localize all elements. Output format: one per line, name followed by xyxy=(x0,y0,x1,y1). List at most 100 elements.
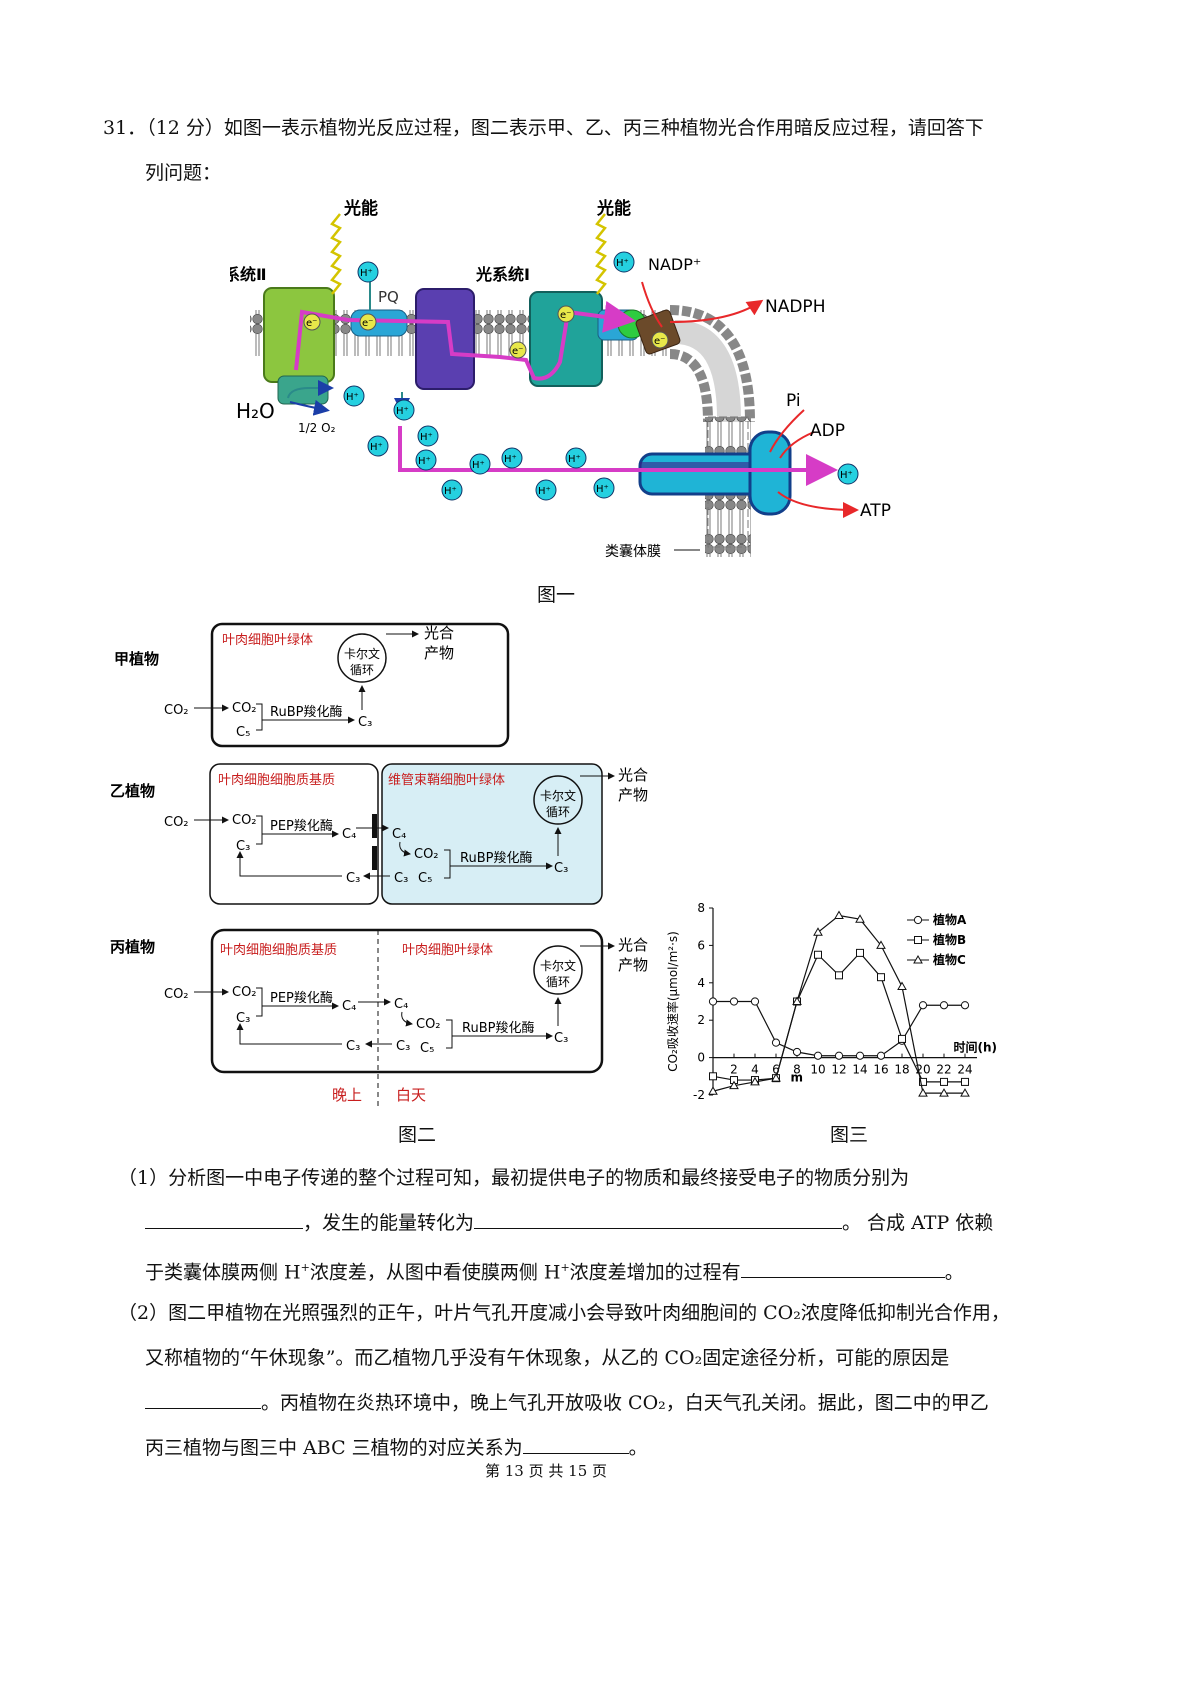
svg-text:卡尔文: 卡尔文 xyxy=(540,958,576,973)
x-tick-label: 4 xyxy=(751,1063,759,1077)
svg-text:CO₂: CO₂ xyxy=(414,847,439,862)
svg-text:产物: 产物 xyxy=(618,956,648,974)
data-point xyxy=(961,1077,969,1086)
data-point xyxy=(814,950,822,959)
page-footer: 第 13 页 共 15 页 xyxy=(485,1462,608,1480)
pq-label: PQ xyxy=(378,288,399,306)
jia-chloroplast-box xyxy=(210,622,510,748)
data-point xyxy=(834,1051,844,1060)
figure-2-dark-reaction: 甲植物 叶肉细胞叶绿体 卡尔文 循环 光合 产物 CO₂ CO₂ C₅ RuBP… xyxy=(110,622,648,1106)
svg-text:H⁺: H⁺ xyxy=(360,268,373,279)
q2-line1: （2）图二甲植物在光照强烈的正午，叶片气孔开度减小会导致叶肉细胞间的 CO₂浓度… xyxy=(118,1302,1010,1324)
legend-label: 植物A xyxy=(932,912,967,927)
data-point xyxy=(876,1051,886,1060)
data-point xyxy=(750,1076,760,1086)
svg-text:产物: 产物 xyxy=(618,786,648,804)
q2-line2: 又称植物的“午休现象”。而乙植物几乎没有午休现象，从乙的 CO₂固定途径分析，可… xyxy=(145,1347,950,1369)
data-point xyxy=(940,1077,948,1086)
svg-text:H⁺: H⁺ xyxy=(504,454,517,465)
x-tick-label: 18 xyxy=(894,1063,909,1077)
atp-label: ATP xyxy=(860,501,891,521)
svg-text:卡尔文: 卡尔文 xyxy=(540,788,576,803)
q1-answer-blank-2[interactable] xyxy=(474,1208,843,1229)
x-tick-label: 2 xyxy=(730,1063,738,1077)
svg-text:CO₂: CO₂ xyxy=(416,1017,441,1032)
bing-label: 丙植物 xyxy=(110,938,155,956)
svg-text:叶肉细胞叶绿体: 叶肉细胞叶绿体 xyxy=(402,943,493,958)
svg-text:光合: 光合 xyxy=(618,766,648,784)
q2-line4: 丙三植物与图三中 ABC 三植物的对应关系为。 xyxy=(145,1428,648,1468)
svg-text:e⁻: e⁻ xyxy=(654,336,665,347)
svg-text:PEP羧化酶: PEP羧化酶 xyxy=(270,990,333,1006)
h2o-label: H₂O xyxy=(236,399,275,423)
data-point xyxy=(939,1088,949,1097)
yi-mesophyll-box xyxy=(209,763,379,905)
data-point xyxy=(918,1001,928,1010)
q1-answer-blank-1[interactable] xyxy=(145,1208,303,1229)
series-line xyxy=(713,1000,965,1057)
svg-text:H⁺: H⁺ xyxy=(472,460,485,471)
data-point xyxy=(792,996,802,1005)
svg-text:C₃: C₃ xyxy=(396,1039,410,1054)
data-point xyxy=(708,997,718,1006)
data-point xyxy=(708,1086,718,1095)
stem-text: 如图一表示植物光反应过程，图二表示甲、乙、丙三种植物光合作用暗反应过程，请回答下 xyxy=(223,117,984,139)
x-tick-label: 8 xyxy=(793,1063,801,1077)
svg-text:H⁺: H⁺ xyxy=(420,432,433,443)
data-point xyxy=(960,1088,970,1097)
legend-label: 植物C xyxy=(932,952,966,967)
nadp-label: NADP⁺ xyxy=(648,255,701,274)
data-point xyxy=(771,1038,781,1047)
data-point xyxy=(792,1047,802,1057)
svg-text:H⁺: H⁺ xyxy=(370,442,383,453)
jia-calvin-cycle xyxy=(337,633,387,683)
y-tick-label: 2 xyxy=(697,1013,705,1027)
question-stem-line1: 31．（12 分）如图一表示植物光反应过程，图二表示甲、乙、丙三种植物光合作用暗… xyxy=(103,108,984,148)
svg-text:CO₂: CO₂ xyxy=(164,815,189,830)
proton-ions: H⁺ H⁺ H⁺ H⁺ H⁺ H⁺ H⁺ H⁺ H⁺ H⁺ H⁺ H⁺ H⁺ H… xyxy=(343,251,859,501)
y-tick-label: 0 xyxy=(697,1051,705,1065)
y-tick-label: -2 xyxy=(693,1088,705,1102)
x-axis-label: 时间(h) xyxy=(953,1040,997,1055)
data-point xyxy=(855,914,865,923)
svg-text:H⁺: H⁺ xyxy=(538,486,551,497)
svg-text:CO₂: CO₂ xyxy=(232,985,257,1000)
svg-text:光合: 光合 xyxy=(618,936,648,954)
svg-text:H⁺: H⁺ xyxy=(444,486,457,497)
q2-answer-blank-1[interactable] xyxy=(145,1388,261,1409)
membrane-label: 类囊体膜 xyxy=(605,543,661,560)
q1-answer-blank-3[interactable] xyxy=(740,1257,945,1279)
svg-text:卡尔文: 卡尔文 xyxy=(344,646,380,661)
data-point xyxy=(856,948,864,957)
svg-text:H⁺: H⁺ xyxy=(346,392,359,403)
svg-text:循环: 循环 xyxy=(350,663,374,677)
bing-box xyxy=(210,928,604,1074)
svg-text:C₃: C₃ xyxy=(358,715,372,730)
light-arrow-2 xyxy=(595,213,607,295)
svg-text:RuBP羧化酶: RuBP羧化酶 xyxy=(270,704,342,720)
svg-text:CO₂: CO₂ xyxy=(164,987,189,1002)
figure-1-light-reaction: 光能 光能 光系统Ⅱ 光系统Ⅰ PQ e⁻ e⁻ e⁻ e⁻ e⁻ H₂O 1/… xyxy=(230,198,891,560)
svg-text:e⁻: e⁻ xyxy=(362,318,373,329)
electron-markers: e⁻ e⁻ e⁻ e⁻ e⁻ xyxy=(303,305,669,359)
data-point xyxy=(750,997,760,1006)
svg-text:维管束鞘细胞叶绿体: 维管束鞘细胞叶绿体 xyxy=(388,773,505,788)
legend-marker xyxy=(914,936,922,944)
svg-text:H⁺: H⁺ xyxy=(840,470,853,481)
o2-label: 1/2 O₂ xyxy=(298,421,336,435)
svg-text:C₃: C₃ xyxy=(554,1031,568,1046)
svg-text:循环: 循环 xyxy=(546,975,570,989)
question-points: （12 分） xyxy=(146,117,224,139)
question-stem-line2: 列问题： xyxy=(145,162,222,184)
data-point xyxy=(729,997,739,1006)
x-tick-label: 10 xyxy=(810,1063,825,1077)
svg-text:H⁺: H⁺ xyxy=(596,484,609,495)
svg-text:C₄: C₄ xyxy=(342,999,356,1014)
night-label: 晚上 xyxy=(332,1086,362,1104)
q2-answer-blank-2[interactable] xyxy=(522,1433,629,1454)
light-label-2: 光能 xyxy=(596,198,631,219)
adp-label: ADP xyxy=(810,421,845,441)
x-tick-label: 24 xyxy=(957,1063,972,1077)
cytochrome-complex xyxy=(415,288,475,390)
